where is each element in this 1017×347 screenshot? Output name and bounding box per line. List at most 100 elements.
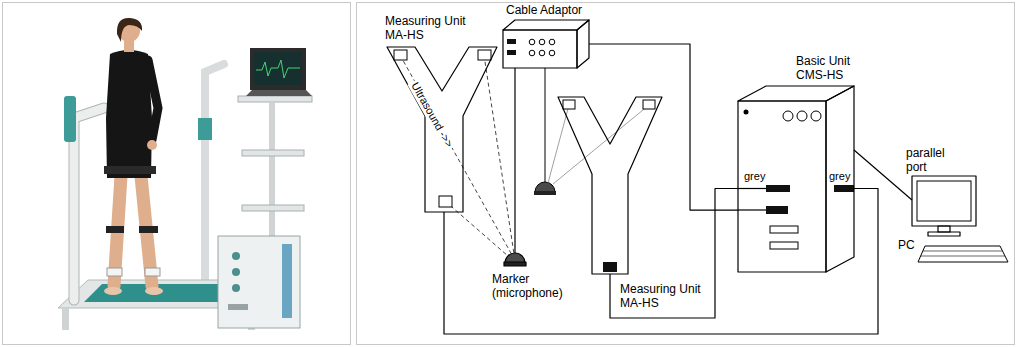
foot (104, 287, 122, 295)
socket-cable (738, 188, 766, 189)
basic-unit-housing-part (738, 101, 826, 272)
front-knob (797, 111, 807, 121)
cart-tray (238, 96, 312, 102)
unit-label: Marker (microphone) (492, 272, 572, 300)
port-label: parallel port (906, 146, 956, 174)
laptop-screen (254, 52, 302, 85)
keyboard-row (923, 251, 1002, 252)
ultrasound-ray (484, 55, 514, 254)
hair (117, 18, 142, 42)
ultrasound-ray (400, 55, 512, 255)
torso (106, 50, 152, 178)
control-knob (232, 268, 240, 276)
monitor-symbol-part (928, 232, 960, 236)
knee-strap (139, 226, 158, 233)
laptop-base (246, 90, 312, 96)
marker-base (534, 191, 556, 195)
cart-post (269, 102, 275, 240)
control-box (218, 236, 300, 328)
socket-label: grey (829, 170, 850, 183)
monitor-screen (917, 181, 971, 221)
laptop-lid (250, 48, 306, 90)
measuring-unit: Measuring Unit MA-HS (554, 94, 706, 312)
unit-label: PC (898, 238, 915, 252)
marker-cable (545, 68, 546, 182)
sensor (394, 50, 407, 60)
basic-unit-housing-part (738, 86, 854, 101)
black-plug (766, 206, 788, 214)
ultrasound-ray (445, 201, 508, 256)
power-dot (744, 110, 749, 115)
hand (147, 140, 157, 150)
ankle-strap (145, 268, 160, 276)
adaptor-plug (507, 50, 516, 55)
adaptor-plug (507, 39, 516, 44)
keyboard (918, 246, 1008, 262)
cable-line (444, 188, 878, 334)
handrail-grip (64, 96, 76, 142)
front-slot (770, 242, 798, 249)
cable-adaptor-outline-part (503, 30, 577, 68)
front-slot (770, 226, 798, 233)
photo-frame (3, 3, 351, 345)
y-frame-part (558, 97, 662, 274)
cable-line (514, 68, 515, 253)
arm (148, 60, 158, 140)
ankle-strap (107, 268, 122, 276)
marker-node: Marker (microphone) (490, 250, 574, 302)
cable-adaptor-outline (503, 20, 589, 68)
cable-adaptor-outline-part (577, 20, 589, 68)
stand-clamp (198, 118, 212, 140)
front-knob (783, 111, 793, 121)
sensor (439, 196, 452, 207)
sensor (643, 100, 655, 109)
front-knob (811, 111, 821, 121)
monitor-symbol (912, 176, 976, 236)
monitor-symbol-part (912, 176, 976, 226)
socket-label: grey (744, 170, 765, 183)
adaptor-socket (529, 50, 535, 56)
grey-plug (834, 185, 854, 192)
basic-unit-housing-part (826, 86, 854, 272)
sensor (563, 100, 575, 109)
pc-box: PC (895, 176, 1013, 256)
handrail (74, 108, 104, 300)
unit-label: Basic Unit CMS-HS (796, 54, 866, 82)
treadmill-leg (62, 308, 69, 330)
adaptor-socket (529, 39, 535, 45)
unit-label: Measuring Unit MA-HS (620, 282, 706, 310)
measuring-unit: Measuring Unit MA-HS (383, 14, 501, 216)
marker-symbol-part (504, 262, 526, 266)
control-switch (228, 304, 248, 310)
control-panel (282, 244, 292, 318)
sensor (478, 50, 491, 60)
cable-adaptor-outline-part (503, 20, 589, 30)
y-frame (556, 96, 664, 276)
waist-strap (104, 166, 156, 174)
cable-line (589, 44, 738, 210)
cart-shelf (242, 150, 304, 156)
handrail-outline (74, 108, 104, 300)
knee-strap (106, 226, 124, 233)
control-knob (232, 252, 240, 260)
screen-curve (256, 60, 300, 78)
basic-unit-box: Basic Unit CMS-HS (736, 54, 866, 274)
monitor-symbol-part (938, 226, 950, 232)
foot (145, 287, 163, 295)
socket-cable (738, 209, 766, 210)
grey-plug (766, 185, 790, 192)
adaptor-socket (549, 50, 555, 56)
unit-label: Measuring Unit MA-HS (385, 14, 480, 42)
marker-symbol (535, 182, 555, 192)
adaptor-socket (539, 50, 545, 56)
unit-plug (603, 262, 617, 272)
adaptor-socket (539, 39, 545, 45)
y-frame-part (387, 47, 497, 212)
control-knob (232, 284, 240, 292)
cable-line (854, 150, 912, 200)
ultrasound-ray (548, 105, 569, 183)
cable-adaptor-box: Cable Adaptor (500, 3, 592, 71)
diagram-frame (357, 3, 1015, 345)
unit-label: Cable Adaptor (506, 3, 582, 17)
cart-shelf (242, 205, 304, 211)
